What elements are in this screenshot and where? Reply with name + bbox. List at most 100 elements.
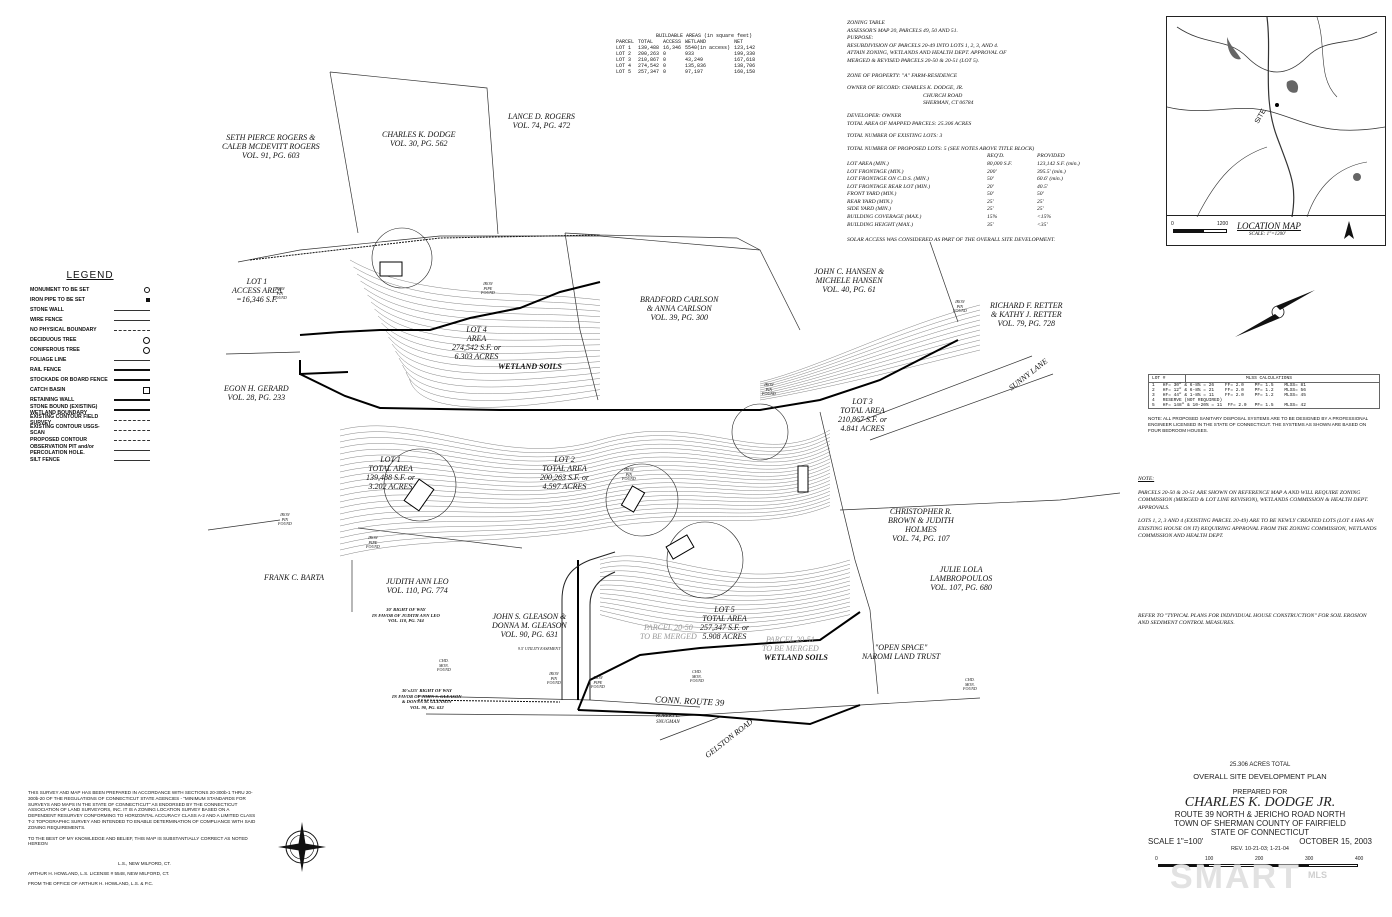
- zoning-cell: <15%: [1037, 214, 1052, 221]
- buildable-cell: 0: [663, 57, 667, 63]
- owner-lambropoulos: JULIE LOLA LAMBROPOULOS VOL. 107, PG. 68…: [930, 565, 993, 592]
- outer-boundaries: [207, 71, 1121, 741]
- legend-item: MONUMENT TO BE SET: [30, 285, 150, 295]
- contour-line: [339, 437, 831, 458]
- zoning-cell: 123,142 S.F. (min.): [1037, 160, 1080, 167]
- buildable-cell: 933: [685, 51, 695, 57]
- contour-line: [599, 565, 851, 583]
- contour-line: [759, 304, 981, 383]
- buildable-cell: LOT 1: [616, 45, 632, 51]
- zoning-solar: SOLAR ACCESS WAS CONSIDERED AS PART OF T…: [847, 237, 1055, 244]
- contour-line: [599, 570, 851, 588]
- contour-line: [402, 364, 601, 394]
- zoning-cell: 25': [987, 206, 994, 213]
- mlss-col-calc: MLSS CALCULATIONS: [1246, 376, 1292, 381]
- zoning-owner-3: SHERMAN, CT 06784: [923, 100, 974, 107]
- contour-line: [339, 494, 831, 539]
- buildable-cell: 200,263: [638, 51, 660, 57]
- title-prepared-for: PREPARED FOR: [1232, 789, 1288, 796]
- zoning-row: BUILDING COVERAGE (MAX.)15%<15%: [847, 214, 1117, 222]
- legend-item: IRON PIPE TO BE SET: [30, 295, 150, 305]
- legend-symbol-icon: [114, 439, 150, 441]
- contour-line: [374, 308, 601, 341]
- zoning-cell: 60.6' (min.): [1037, 176, 1063, 183]
- owner-rogers-lance: LANCE D. ROGERS VOL. 74, PG. 472: [508, 112, 575, 130]
- scale-bar-label: 0: [1155, 856, 1158, 862]
- lot4-label: LOT 4 AREA 274,542 S.F. or 6.303 ACRES: [452, 325, 501, 361]
- title-revision: REV. 10-21-03; 1-21-04: [1231, 846, 1289, 852]
- iron-pipe-found-2: IRON PIPE FOUND: [591, 675, 605, 690]
- contour-line: [339, 465, 831, 491]
- legend-symbol-icon: [114, 419, 150, 421]
- zoning-cell: SIDE YARD (MIN.): [847, 206, 891, 213]
- buildable-cell: 5540(in access): [685, 45, 731, 51]
- zoning-cell: 80,000 S.F.: [987, 160, 1013, 167]
- cert-signature-3: FROM THE OFFICE OF ARTHUR H. HOWLAND, L.…: [28, 880, 154, 886]
- driveway: [561, 551, 616, 700]
- buildable-cell: 160,150: [734, 69, 756, 75]
- contour-line: [388, 336, 601, 367]
- cert-paragraph-2: TO THE BEST OF MY KNOWLEDGE AND BELIEF, …: [28, 835, 248, 847]
- contour-line: [339, 483, 831, 521]
- contour-line: [381, 322, 601, 354]
- zoning-cell: LOT FRONTAGE ON C.D.S. (MIN.): [847, 176, 929, 183]
- zoning-proposed-lots: TOTAL NUMBER OF PROPOSED LOTS: 5 (SEE NO…: [847, 145, 1035, 152]
- zoning-row: LOT FRONTAGE ON C.D.S. (MIN.)50'60.6' (m…: [847, 176, 1117, 184]
- contour-line: [391, 343, 601, 374]
- buildable-cell: 139,488: [638, 45, 660, 51]
- zoning-cell: LOT FRONTAGE (MIN.): [847, 168, 904, 175]
- zoning-col-req: REQ'D.: [987, 153, 1005, 160]
- legend-item: CATCH BASIN: [30, 385, 150, 395]
- zoning-row: BUILDING HEIGHT (MAX.)35'<35': [847, 222, 1117, 230]
- lot1-label: LOT 1 TOTAL AREA 139,488 S.F. or 3.202 A…: [366, 455, 415, 491]
- legend-item: SILT FENCE: [30, 455, 150, 465]
- title-total-acres: 25.306 ACRES TOTAL: [1229, 762, 1291, 768]
- contour-line: [599, 601, 851, 619]
- iron-pipe-found-1: IRON PIPE FOUND: [481, 281, 495, 296]
- legend-item: RETAINING WALL: [30, 395, 150, 405]
- contour-line: [599, 614, 851, 633]
- contour-line: [360, 280, 601, 317]
- buildable-cell: LOT 3: [616, 57, 632, 63]
- owner-gleason: JOHN S. GLEASON & DONNA M. GLEASON VOL. …: [492, 612, 567, 639]
- owner-snugman: ROBERT L. SNUGMAN: [656, 714, 680, 725]
- location-map-scale-right: 1200: [1217, 221, 1229, 227]
- legend-item: FOLIAGE LINE: [30, 355, 150, 365]
- mlss-col-lot: LOT #: [1149, 375, 1186, 382]
- zoning-row: LOT FRONTAGE REAR LOT (MIN.)20'40.5': [847, 184, 1117, 192]
- house-footprints: [379, 261, 809, 560]
- title-plan-name: OVERALL SITE DEVELOPMENT PLAN: [1193, 772, 1327, 781]
- zoning-cell: 50': [1037, 191, 1044, 198]
- contour-line: [599, 580, 851, 597]
- zoning-cell: 20': [987, 183, 994, 190]
- lot5-label: LOT 5 TOTAL AREA 257,347 S.F. or 5.908 A…: [700, 605, 749, 641]
- compass-rose-icon: [278, 822, 326, 872]
- contour-line: [599, 610, 851, 629]
- parcel-20-51-label: PARCEL 20-51 TO BE MERGED: [762, 635, 819, 653]
- legend-symbol-icon: [144, 287, 150, 293]
- zoning-purpose-label: PURPOSE:: [847, 35, 874, 42]
- zoning-owner-2: CHURCH ROAD: [923, 92, 963, 99]
- contour-line: [599, 593, 851, 610]
- scale-bar-label: 300: [1305, 856, 1314, 862]
- buildable-cell: 167,618: [734, 57, 756, 63]
- contour-line: [599, 597, 851, 615]
- scale-bar-label: 400: [1355, 856, 1364, 862]
- zoning-purpose-3: MERGED & REVISED PARCELS 20-50 & 20-51 (…: [847, 57, 980, 64]
- zoning-row: REAR YARD (MIN.)25'25': [847, 199, 1117, 207]
- contour-line: [759, 334, 981, 395]
- zoning-owner-1: OWNER OF RECORD: CHARLES K. DODGE, JR.: [847, 85, 964, 92]
- owner-naromi-land-trust: "OPEN SPACE" NAROMI LAND TRUST: [862, 643, 941, 661]
- owner-leo: JUDITH ANN LEO VOL. 110, PG. 774: [386, 577, 449, 595]
- buildable-cell: 257,347: [638, 69, 660, 75]
- buildable-cell: 274,542: [638, 63, 660, 69]
- title-date: OCTOBER 15, 2003: [1299, 837, 1372, 846]
- title-address-3: STATE OF CONNECTICUT: [1210, 828, 1310, 837]
- buildable-cell: 0: [663, 63, 667, 69]
- location-map-title: LOCATION MAP: [1237, 221, 1301, 231]
- buildable-cell: 199,330: [734, 51, 756, 57]
- contour-line: [367, 294, 601, 329]
